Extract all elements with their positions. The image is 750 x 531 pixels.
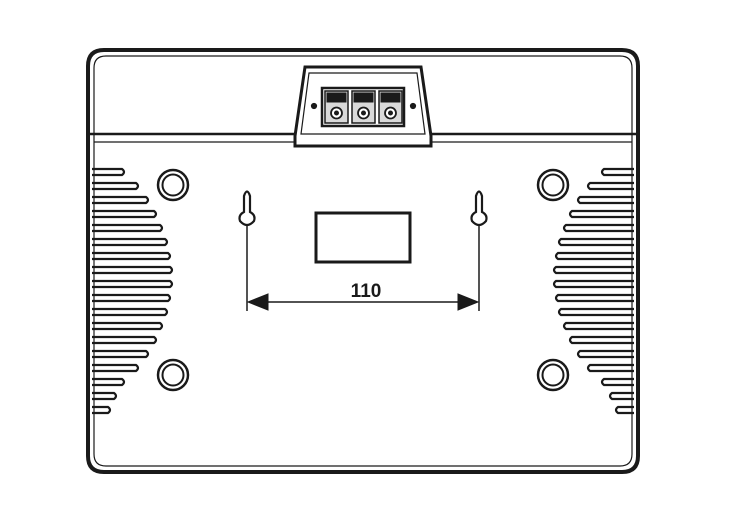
hole-outer	[536, 168, 570, 202]
terminal-top	[353, 92, 374, 103]
vent-slot-icon	[552, 167, 634, 415]
connector-screw-right	[409, 102, 417, 110]
connector-screw-left	[310, 102, 318, 110]
vent-slot	[92, 363, 140, 373]
mounting-hole-1	[156, 168, 190, 202]
terminal-block-icon	[324, 90, 403, 124]
arrowhead-right	[457, 293, 480, 311]
keyhole-outline	[238, 190, 256, 227]
terminal-top	[326, 92, 347, 103]
mounting-hole-4	[536, 358, 570, 392]
terminal-screw-center	[361, 110, 366, 116]
vent-slot	[576, 349, 634, 359]
dimension-label: 110	[351, 281, 382, 302]
hole-inner	[161, 173, 185, 197]
vent-slot	[92, 335, 158, 345]
vent-slot	[92, 349, 150, 359]
enclosure-inner-edge	[93, 55, 633, 467]
terminal-1	[324, 90, 349, 124]
hole-inner	[161, 363, 185, 387]
terminal-screw-center	[334, 110, 339, 116]
keyhole-2	[470, 190, 488, 227]
vent-slot	[586, 181, 634, 191]
terminal-top	[380, 92, 401, 103]
vent-slot	[568, 335, 634, 345]
dimension-110: 110	[246, 225, 480, 311]
terminal-screw-center	[388, 110, 393, 116]
terminal-2	[351, 90, 376, 124]
vent-slot	[552, 265, 634, 275]
vent-slot	[562, 321, 634, 331]
vent-slot	[92, 293, 172, 303]
vent-slot	[92, 195, 150, 205]
vent-slot	[554, 293, 634, 303]
terminal-3	[378, 90, 403, 124]
vent-slot	[554, 251, 634, 261]
vent-slot-icon	[92, 167, 174, 415]
vent-slot	[92, 167, 126, 177]
vent-slot	[614, 405, 634, 415]
vent-slot	[600, 377, 634, 387]
vent-slot	[608, 391, 634, 401]
enclosure-outline	[86, 48, 640, 474]
keyhole-slot-icon	[238, 190, 488, 227]
keyhole-outline	[470, 190, 488, 227]
connector-housing	[293, 65, 433, 148]
vent-slot	[92, 251, 172, 261]
hole-outer	[156, 358, 190, 392]
mounting-hole-3	[156, 358, 190, 392]
mounting-hole-2	[536, 168, 570, 202]
keyhole-1	[238, 190, 256, 227]
vent-slot	[92, 391, 118, 401]
vent-slot	[92, 321, 164, 331]
vent-slot	[568, 209, 634, 219]
hole-outer	[536, 358, 570, 392]
vent-slot	[92, 209, 158, 219]
arrowhead-left	[246, 293, 269, 311]
vent-slot	[92, 223, 164, 233]
label-plate	[314, 211, 412, 264]
vent-slot	[576, 195, 634, 205]
vent-slot	[562, 223, 634, 233]
vent-slot	[92, 405, 112, 415]
vent-slot	[92, 237, 169, 247]
vent-slot	[552, 279, 634, 289]
hole-outer	[156, 168, 190, 202]
vent-slot	[586, 363, 634, 373]
vent-slot	[557, 237, 634, 247]
vent-slot	[600, 167, 634, 177]
hole-inner	[541, 363, 565, 387]
vent-slot	[92, 181, 140, 191]
screw-hole-icon	[156, 168, 570, 392]
hole-inner	[541, 173, 565, 197]
vent-slot	[92, 377, 126, 387]
vent-slot	[92, 265, 174, 275]
vent-slot	[92, 279, 174, 289]
vent-slot	[92, 307, 169, 317]
vent-slot	[557, 307, 634, 317]
